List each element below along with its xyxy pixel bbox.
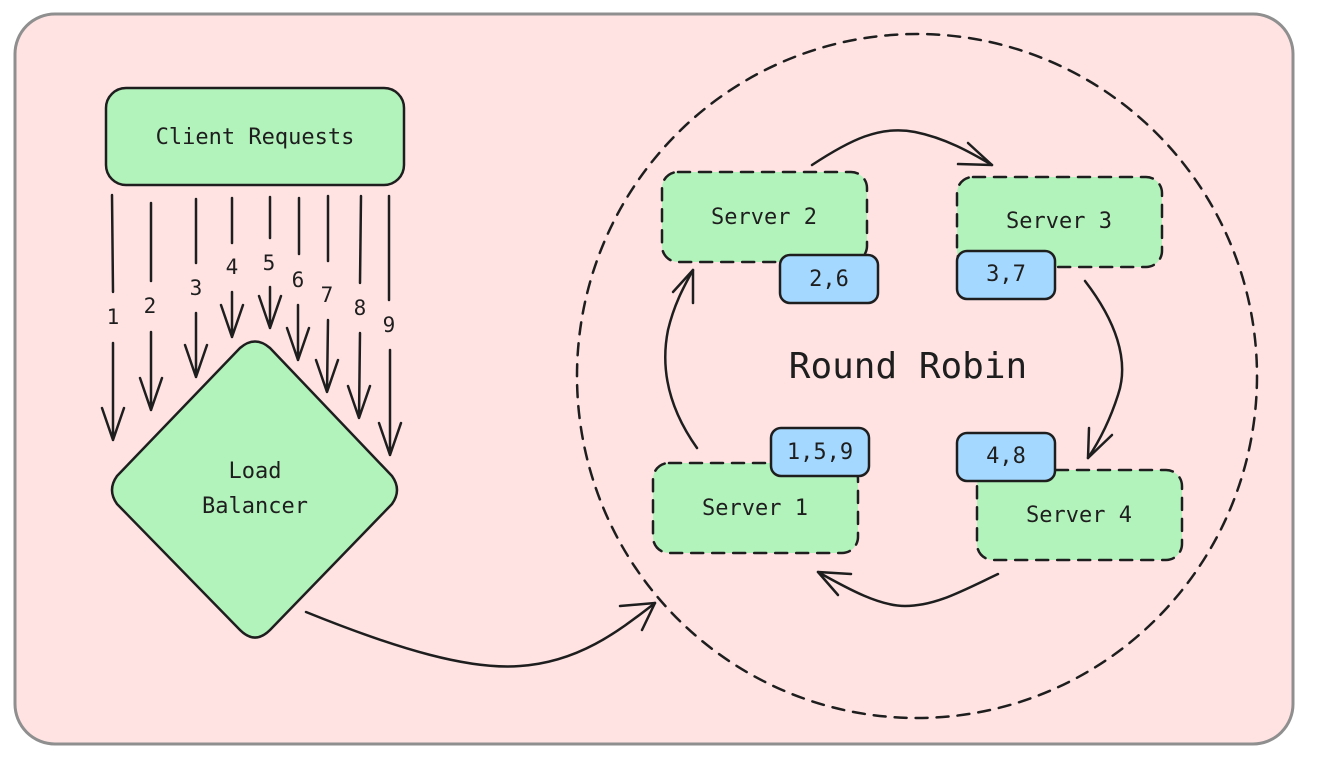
request-arrow-5: 5 [257,195,283,330]
cycle-arrow-3-to-4 [1083,279,1124,460]
server-1-requests-tag: 1,5,9 [769,426,871,478]
load-balancer-label-line2: Balancer [202,494,308,519]
request-label-2: 2 [144,294,157,318]
server-2-requests: 2,6 [809,267,849,292]
request-label-1: 1 [107,305,120,329]
server-4-requests-tag: 4,8 [955,431,1057,483]
cycle-arrow-2-to-3 [810,129,994,167]
request-arrow-4: 4 [219,196,245,339]
request-label-4: 4 [226,255,239,279]
balancer-to-pool-arrow [304,601,657,668]
server-4-label: Server 4 [1026,503,1132,528]
request-arrow-9: 9 [377,194,403,457]
server-4-node[interactable]: Server 4 [975,468,1184,562]
request-label-3: 3 [190,276,203,300]
request-label-7: 7 [321,283,334,307]
round-robin-pool[interactable] [575,32,1259,720]
round-robin-title: Round Robin [789,346,1027,387]
server-3-requests: 3,7 [986,262,1026,287]
server-3-node[interactable]: Server 3 [955,175,1164,269]
cycle-arrow-1-to-2 [664,268,699,450]
request-label-9: 9 [383,313,396,337]
request-label-6: 6 [292,268,305,292]
request-arrow-1: 1 [100,193,126,442]
client-requests-label: Client Requests [156,125,355,150]
request-arrows: 1 2 3 4 5 6 7 8 [100,193,403,457]
server-1-node[interactable]: Server 1 [651,461,860,555]
load-balancer-node[interactable]: Load Balancer [110,340,399,639]
request-arrow-3: 3 [183,197,209,379]
client-requests-node[interactable]: Client Requests [104,86,406,187]
request-arrow-2: 2 [138,201,164,412]
request-arrow-6: 6 [285,196,311,362]
request-label-5: 5 [263,251,276,275]
request-arrow-8: 8 [346,194,372,420]
load-balancer-label-line1: Load [229,459,282,484]
server-2-requests-tag: 2,6 [778,253,880,305]
request-arrow-7: 7 [314,194,340,394]
server-4-requests: 4,8 [986,444,1026,469]
request-label-8: 8 [354,296,367,320]
server-1-requests: 1,5,9 [787,440,853,465]
cycle-arrow-4-to-1 [816,570,1000,608]
server-2-label: Server 2 [711,205,817,230]
server-1-label: Server 1 [702,496,808,521]
server-3-requests-tag: 3,7 [955,249,1057,301]
server-2-node[interactable]: Server 2 [660,170,869,264]
server-3-label: Server 3 [1006,209,1112,234]
